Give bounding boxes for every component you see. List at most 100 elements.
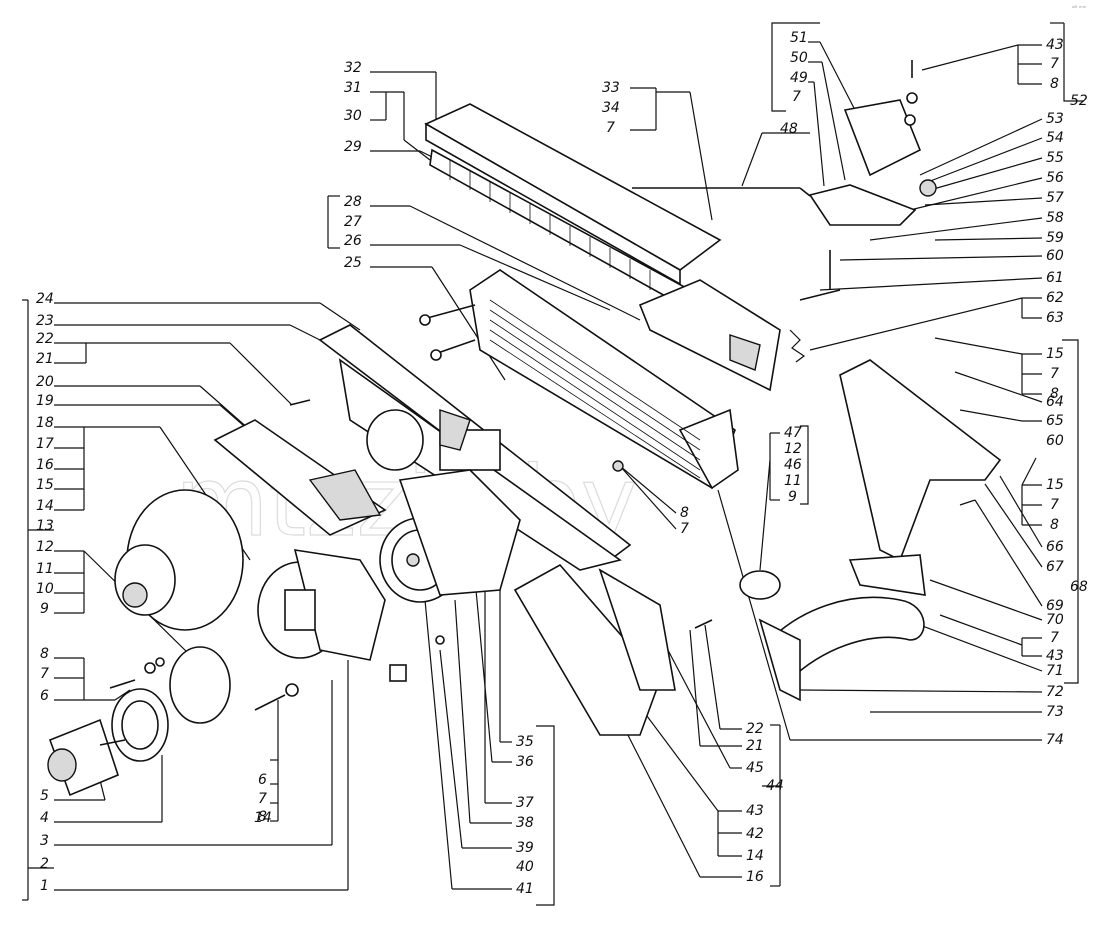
part-number-label: 10 [36,581,54,597]
part-number-label: 20 [36,374,54,390]
part-number-label: 15 [36,477,54,493]
part-number-label: 49 [790,70,808,86]
part-number-label: 21 [746,738,764,754]
part-number-label: 26 [344,233,362,249]
part-number-label: 12 [784,441,802,457]
part-number-label: 53 [1046,111,1064,127]
part-number-label: 14 [36,498,54,514]
part-number-label: 9 [40,601,49,617]
part-number-label: 25 [344,255,362,271]
part-number-label: 74 [1046,732,1064,748]
part-number-label: 16 [36,457,54,473]
part-number-label: 11 [784,473,802,489]
part-number-label: 38 [516,815,534,831]
part-number-label: 57 [1046,190,1064,206]
leader-lines [22,22,1084,906]
part-number-label: 7 [1050,630,1059,646]
part-number-label: 43 [746,803,764,819]
part-number-label: 23 [36,313,54,329]
part-number-label: 2 [40,856,49,872]
part-number-label: 7 [680,521,689,537]
part-number-label: 7 [1050,56,1059,72]
fan-wheel [114,489,244,631]
upper-filter-cover [424,103,722,303]
part-number-label: 8 [40,646,49,662]
part-number-label: 28 [344,194,362,210]
part-number-label: 31 [344,80,362,96]
part-number-label: 8 [258,809,267,825]
part-number-label: 16 [746,869,764,885]
part-number-label: 13 [36,518,54,534]
part-number-label: 7 [606,120,615,136]
part-number-label: 56 [1046,170,1064,186]
part-number-label: 14 [746,848,764,864]
bracket-assembly [632,60,937,363]
part-number-label: 50 [790,50,808,66]
part-number-label: 70 [1046,612,1064,628]
part-number-label: 7 [258,791,267,807]
part-number-label: 15 [1046,346,1064,362]
part-number-label: 64 [1046,394,1064,410]
part-number-label: 52 [1070,93,1088,109]
part-number-label: 67 [1046,559,1064,575]
part-number-label: 65 [1046,413,1064,429]
part-number-label: 44 [766,778,784,794]
part-number-label: 55 [1046,150,1064,166]
part-number-label: 22 [36,331,54,347]
part-number-label: 68 [1070,579,1088,595]
part-number-label: 47 [784,425,802,441]
part-number-label: 73 [1046,704,1064,720]
right-air-duct [739,359,1002,702]
part-number-label: 7 [1050,497,1059,513]
part-number-label: 6 [40,688,49,704]
part-number-label: 15 [1046,477,1064,493]
part-number-label: 62 [1046,290,1064,306]
part-number-label: 4 [40,810,49,826]
part-number-label: 48 [780,121,798,137]
heater-radiator [419,269,739,490]
part-number-label: 42 [746,826,764,842]
clamps-and-filter [47,646,231,797]
part-number-label: 5 [40,788,49,804]
lower-duct [513,563,676,736]
part-number-label: 8 [1050,517,1059,533]
part-number-label: 33 [602,80,620,96]
fan-housing [257,549,386,661]
part-number-label: 29 [344,139,362,155]
part-number-label: 35 [516,734,534,750]
part-number-label: 71 [1046,663,1064,679]
main-housing [318,324,632,571]
part-number-label: 11 [36,561,54,577]
part-number-label: 32 [344,60,362,76]
part-number-label: 39 [516,840,534,856]
part-number-label: 36 [516,754,534,770]
part-number-label: 8 [680,505,689,521]
part-number-label: 58 [1046,210,1064,226]
part-number-label: 41 [516,881,534,897]
part-number-label: 7 [792,89,801,105]
part-number-labels: 1234567891011121314151617181920212223242… [36,30,1088,897]
part-number-label: 43 [1046,37,1064,53]
part-number-label: 54 [1046,130,1064,146]
part-number-label: 1 [40,878,49,894]
part-number-label: 19 [36,393,54,409]
part-number-label: 21 [36,351,54,367]
part-number-label: 60 [1046,433,1064,449]
fan-motor [379,469,521,603]
part-number-label: 63 [1046,310,1064,326]
part-number-label: 8 [1050,76,1059,92]
part-number-label: 69 [1046,598,1064,614]
part-number-label: 3 [40,833,49,849]
part-number-label: 24 [36,291,54,307]
part-number-label: 61 [1046,270,1064,286]
seal-frame [638,279,781,392]
part-number-label: 12 [36,539,54,555]
part-number-label: 43 [1046,648,1064,664]
part-number-label: 7 [1050,366,1059,382]
part-number-label: 34 [602,100,620,116]
part-number-label: 30 [344,108,362,124]
part-number-label: 22 [746,721,764,737]
corner-mark: ᵅᴮ ᵐᵐ [1072,5,1087,12]
